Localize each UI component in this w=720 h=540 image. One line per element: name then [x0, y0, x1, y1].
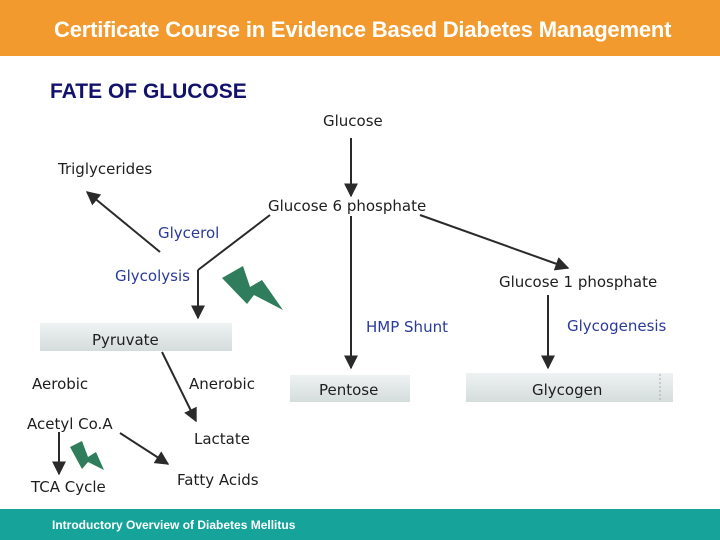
arrow-to-triglycerides: [85, 191, 161, 253]
node-fatty-acids: Fatty Acids: [177, 471, 259, 489]
node-glucose-1-phosphate: Glucose 1 phosphate: [499, 273, 658, 291]
slide-title: FATE OF GLUCOSE: [50, 80, 247, 103]
arrow-to-fatty-acids: [119, 432, 170, 465]
arrow-anerobic-lactate: [161, 351, 197, 423]
node-glucose-6-phosphate: Glucose 6 phosphate: [268, 197, 427, 215]
node-aerobic: Aerobic: [32, 375, 89, 393]
pentose-box: [290, 375, 410, 402]
node-pentose: Pentose: [319, 381, 379, 399]
arrow-g6p-g1p: [419, 214, 570, 271]
node-glycogen: Glycogen: [532, 381, 603, 399]
node-tca-cycle: TCA Cycle: [31, 478, 106, 496]
arrow-g6p-glycolysis: [197, 214, 271, 271]
node-glycerol: Glycerol: [158, 224, 220, 242]
header-bar: Certificate Course in Evidence Based Dia…: [0, 0, 720, 56]
course-title: Certificate Course in Evidence Based Dia…: [54, 17, 672, 42]
node-glucose: Glucose: [323, 112, 383, 130]
node-hmp-shunt: HMP Shunt: [366, 318, 448, 336]
node-pyruvate: Pyruvate: [92, 331, 159, 349]
footer-bar: Introductory Overview of Diabetes Mellit…: [0, 509, 720, 540]
node-lactate: Lactate: [194, 430, 250, 448]
node-glycogenesis: Glycogenesis: [567, 317, 667, 335]
lightning-bolt-icon: [70, 441, 104, 470]
node-triglycerides: Triglycerides: [58, 160, 153, 178]
lightning-bolt-icon: [222, 266, 283, 310]
node-anerobic: Anerobic: [189, 375, 255, 393]
node-glycolysis: Glycolysis: [115, 267, 190, 285]
footer-title: Introductory Overview of Diabetes Mellit…: [52, 518, 296, 532]
glycogen-box: [466, 373, 673, 402]
pyruvate-box: [40, 323, 232, 351]
node-acetyl-coa: Acetyl Co.A: [27, 415, 113, 433]
